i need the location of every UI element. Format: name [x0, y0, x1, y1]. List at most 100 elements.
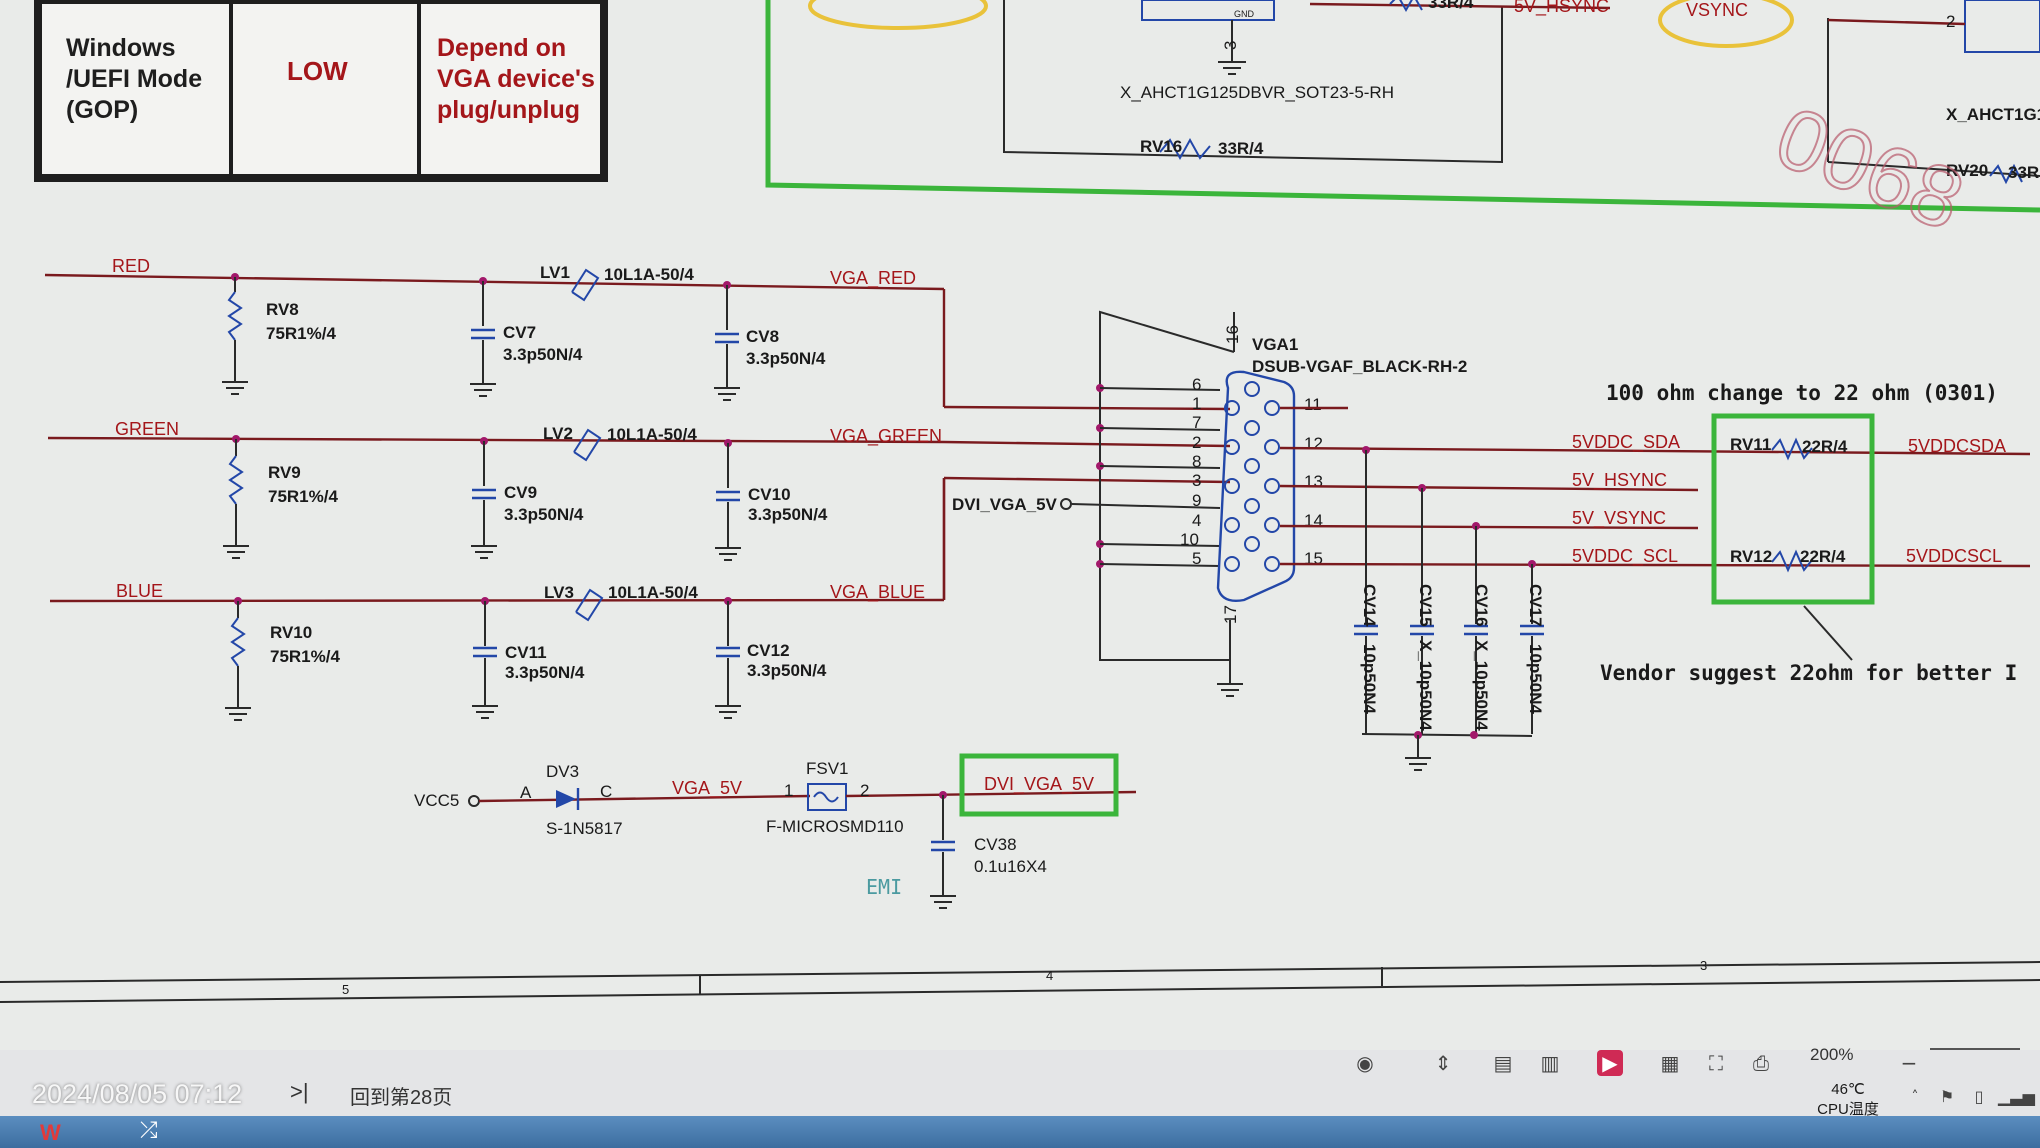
cv9-ref: CV9 — [504, 483, 537, 502]
cv38-ref: CV38 — [974, 835, 1017, 854]
ddc-out-scl: 5VDDCSCL — [1906, 546, 2002, 566]
table-note-line2: VGA device's — [437, 65, 595, 93]
red-chain: RED RV8 75R1%/4 LV1 10L1A-50/4 CV7 3.3p5… — [44, 256, 1231, 411]
vga1-right-pin-11: 11 — [1304, 395, 1322, 414]
cv8-ref: CV8 — [746, 327, 779, 346]
zone-5: 5 — [342, 982, 349, 997]
zoom-slider[interactable] — [1930, 1048, 2020, 1050]
columns-icon[interactable]: ▦ — [1660, 1051, 1680, 1075]
rv20-ref: RV20 — [1946, 161, 1988, 180]
net-green: GREEN — [115, 419, 179, 439]
zoom-out-icon[interactable]: − — [1900, 1051, 1918, 1075]
ddc-net-vsync: 5V_VSYNC — [1572, 508, 1666, 529]
windows-taskbar: W ⤮ — [0, 1116, 2040, 1148]
back-to-page-link[interactable]: 回到第28页 — [350, 1087, 453, 1109]
blue-chain: BLUE RV10 75R1%/4 LV3 10L1A-50/4 CV11 3.… — [49, 476, 1231, 721]
vga1-pin16: 16 — [1223, 325, 1242, 344]
vga1-left-pin-5: 5 — [1192, 549, 1201, 568]
table-level: LOW — [287, 56, 348, 86]
go-to-end-button[interactable]: >| — [290, 1079, 309, 1104]
net-vga-green: VGA_GREEN — [830, 426, 942, 447]
table-note-line3: plug/unplug — [437, 96, 580, 124]
fit-height-icon[interactable]: ⇕ — [1434, 1051, 1452, 1075]
ddc-out-sda: 5VDDCSDA — [1908, 436, 2006, 456]
network-flag-icon[interactable]: ⚑ — [1939, 1087, 1955, 1106]
vga1-part: DSUB-VGAF_BLACK-RH-2 — [1252, 357, 1467, 376]
tray-expand-icon[interactable]: ˄ — [1911, 1089, 1919, 1105]
lv3-ref: LV3 — [544, 583, 574, 602]
ddc-note-bottom: Vendor suggest 22ohm for better I — [1600, 661, 2017, 685]
lv1-ref: LV1 — [540, 263, 570, 282]
eye-icon[interactable]: ◉ — [1356, 1051, 1374, 1075]
watermark-digits: 0068 — [1763, 89, 1976, 250]
lv2-value: 10L1A-50/4 — [607, 425, 697, 444]
dv3-part: S-1N5817 — [546, 819, 623, 838]
vga1-left-pin-9: 9 — [1192, 491, 1201, 510]
cv14-value: 10p50N4 — [1360, 644, 1379, 714]
lv3-value: 10L1A-50/4 — [608, 583, 698, 602]
net-vga-red: VGA_RED — [830, 268, 916, 289]
cv17-value: 10p50N4 — [1526, 644, 1545, 714]
cv7-value: 3.3p50N/4 — [503, 345, 583, 364]
vga1-left-pin-10: 10 — [1180, 530, 1199, 549]
cv17-ref: CV17 — [1526, 584, 1545, 627]
cv7-ref: CV7 — [503, 323, 536, 342]
mode-table: Windows /UEFI Mode (GOP) LOW Depend on V… — [34, 0, 608, 182]
frame-zone-strip: 5 4 3 — [0, 958, 2040, 1003]
lv2-ref: LV2 — [543, 424, 573, 443]
net-dvi-vga-5v: DVI_VGA_5V — [984, 774, 1094, 795]
vga1-left-pin-7: 7 — [1192, 413, 1201, 432]
cv16-value: X_10p50N4 — [1472, 640, 1491, 731]
single-page-icon[interactable]: ▤ — [1493, 1051, 1513, 1075]
vga1-left-pin-1: 1 — [1192, 394, 1201, 413]
rv10-ref: RV10 — [270, 623, 312, 642]
table-note-line1: Depend on — [437, 34, 566, 62]
rv16-value-partial: 33R/4 — [1428, 0, 1474, 12]
fsv1-pin2: 2 — [860, 781, 869, 800]
dv3-ref: DV3 — [546, 762, 579, 781]
cv10-ref: CV10 — [748, 485, 791, 504]
cv11-ref: CV11 — [505, 643, 547, 662]
app-logo-icon[interactable]: W — [40, 1120, 61, 1145]
ddc-note-top: 100 ohm change to 22 ohm (0301) — [1606, 381, 1998, 405]
shuffle-icon[interactable]: ⤮ — [140, 1118, 158, 1143]
vga1-left-pin-6: 6 — [1192, 375, 1201, 394]
vga1-dvi-net: DVI_VGA_5V — [952, 495, 1058, 514]
ddc-net-sda: 5VDDC_SDA — [1572, 432, 1680, 453]
zoom-level[interactable]: 200% — [1810, 1045, 1854, 1064]
cv15-value: X_10p50N4 — [1416, 640, 1435, 731]
net-blue: BLUE — [116, 581, 163, 601]
top-pin2: 2 — [1946, 12, 1955, 31]
battery-icon: ▯ — [1974, 1087, 1984, 1106]
cv8-value: 3.3p50N/4 — [746, 349, 826, 368]
net-red: RED — [112, 256, 150, 276]
ddc-net-hsync: 5V_HSYNC — [1572, 470, 1667, 491]
rv16-value: 33R/4 — [1218, 139, 1264, 158]
cv12-value: 3.3p50N/4 — [747, 661, 827, 680]
emi-label: EMI — [866, 875, 902, 899]
ddc-section: CV14 10p50N4 CV15 X_10p50N4 CV16 X_10p50… — [1279, 381, 2031, 771]
cv11-value: 3.3p50N/4 — [505, 663, 585, 682]
rv11-ref: RV11 — [1730, 435, 1771, 454]
play-icon[interactable]: ▶ — [1597, 1050, 1623, 1076]
viewer-bottom-bar — [0, 1050, 2040, 1116]
cv9-value: 3.3p50N/4 — [504, 505, 584, 524]
rgb-filter-section: RED RV8 75R1%/4 LV1 10L1A-50/4 CV7 3.3p5… — [44, 256, 1231, 721]
fsv1-ref: FSV1 — [806, 759, 849, 778]
rv12-value: 22R/4 — [1800, 547, 1846, 566]
rotate-icon[interactable]: ⎙ — [1753, 1051, 1769, 1075]
vga1-left-pin-8: 8 — [1192, 452, 1201, 471]
rv8-ref: RV8 — [266, 300, 299, 319]
net-vga-blue: VGA_BLUE — [830, 582, 925, 603]
table-mode-line2: /UEFI Mode — [66, 65, 202, 93]
fsv1-part: F-MICROSMD110 — [766, 817, 904, 836]
photo-timestamp: 2024/08/05 07:12 — [32, 1079, 243, 1109]
double-page-icon[interactable]: ▥ — [1540, 1051, 1560, 1075]
fullscreen-icon[interactable]: ⛶ — [1709, 1051, 1723, 1075]
cv14-ref: CV14 — [1360, 584, 1379, 627]
cv15-ref: CV15 — [1416, 584, 1435, 627]
dv3-cathode: C — [600, 782, 612, 801]
buffer-pin3: 3 — [1221, 41, 1240, 50]
rv9-ref: RV9 — [268, 463, 301, 482]
